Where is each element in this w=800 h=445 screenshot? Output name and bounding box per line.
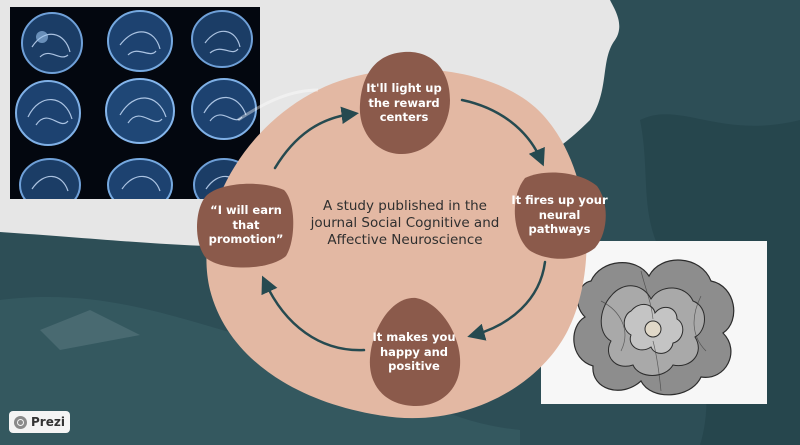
arrow-left-to-top [273, 106, 359, 170]
cycle-step-label: It makes you happy and positive [372, 330, 456, 374]
study-description: A study published in the journal Social … [310, 198, 500, 248]
arrow-bottom-to-left [261, 275, 366, 352]
cycle-step-happy-positive: It makes you happy and positive [366, 296, 462, 408]
cycle-step-label: It'll light up the reward centers [366, 81, 442, 125]
cycle-step-label: “I will earn that promotion” [208, 203, 284, 247]
cycle-step-reward-centers: It'll light up the reward centers [356, 50, 452, 156]
arrow-top-to-right [460, 98, 545, 167]
cycle-step-neural-pathways: It fires up your neural pathways [511, 168, 608, 262]
prezi-brand-button[interactable]: Prezi [9, 411, 70, 433]
prezi-label: Prezi [31, 415, 65, 429]
cycle-step-label: It fires up your neural pathways [511, 193, 608, 237]
cycle-step-earn-promotion: “I will earn that promotion” [196, 180, 296, 270]
prezi-logo-icon [14, 415, 27, 429]
arrow-right-to-bottom [467, 260, 547, 341]
